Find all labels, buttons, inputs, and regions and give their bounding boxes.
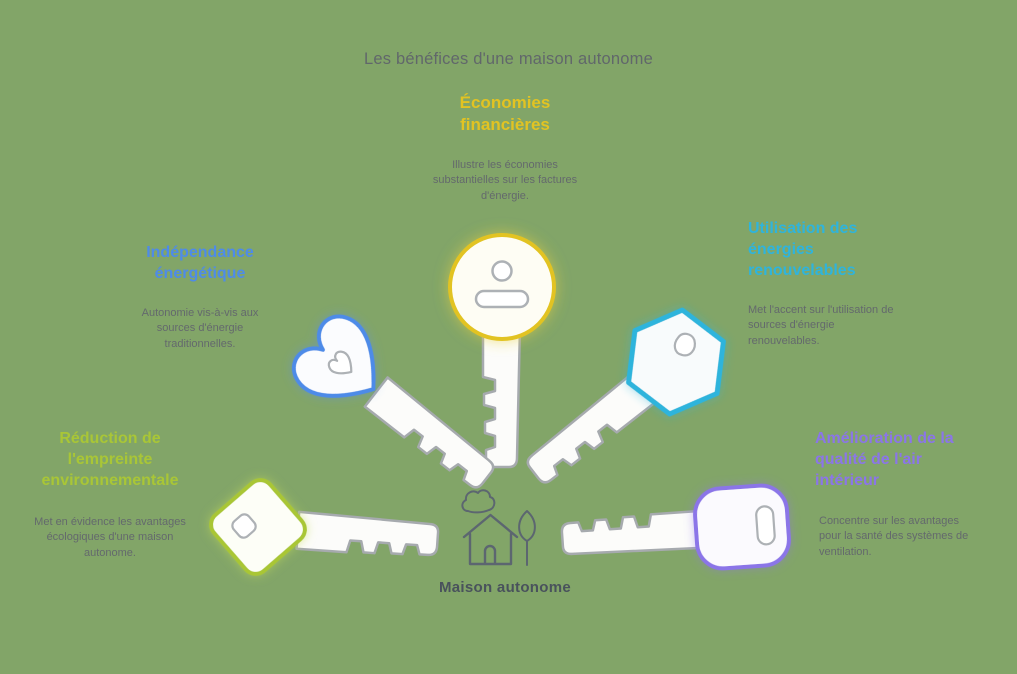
key-air-icon <box>559 483 791 571</box>
benefit-title-economies: Économies financières <box>459 93 551 135</box>
cloud-icon <box>461 489 496 514</box>
benefit-description-renouvelables: Met l'accent sur l'utilisation de source… <box>748 304 894 347</box>
maison-autonome-icon <box>461 489 536 566</box>
benefit-description-independance: Autonomie vis-à-vis aux sources d'énergi… <box>141 307 259 350</box>
key-independance-icon <box>291 314 500 495</box>
key-renouvelables-icon <box>521 307 726 490</box>
benefit-description-economies: Illustre les économies substantielles su… <box>432 159 578 202</box>
center-label-maison-autonome: Maison autonome <box>438 579 571 596</box>
benefit-title-air: Amélioration de la qualité de l'air inté… <box>815 430 954 489</box>
key-reduction-icon <box>209 478 441 576</box>
key-economies-icon <box>448 233 556 469</box>
tree-icon <box>518 510 536 566</box>
benefit-title-independance: Indépendance énergétique <box>146 244 254 282</box>
house-icon <box>462 513 519 566</box>
benefit-title-renouvelables: Utilisation des énergies renouvelables <box>748 220 858 279</box>
page-title: Les bénéfices d'une maison autonome <box>363 50 653 68</box>
benefit-description-reduction: Met en évidence les avantages écologique… <box>34 516 186 559</box>
benefit-description-air: Concentre sur les avantages pour la sant… <box>819 515 969 558</box>
benefit-title-reduction: Réduction de l'empreinte environnemental… <box>41 430 179 489</box>
